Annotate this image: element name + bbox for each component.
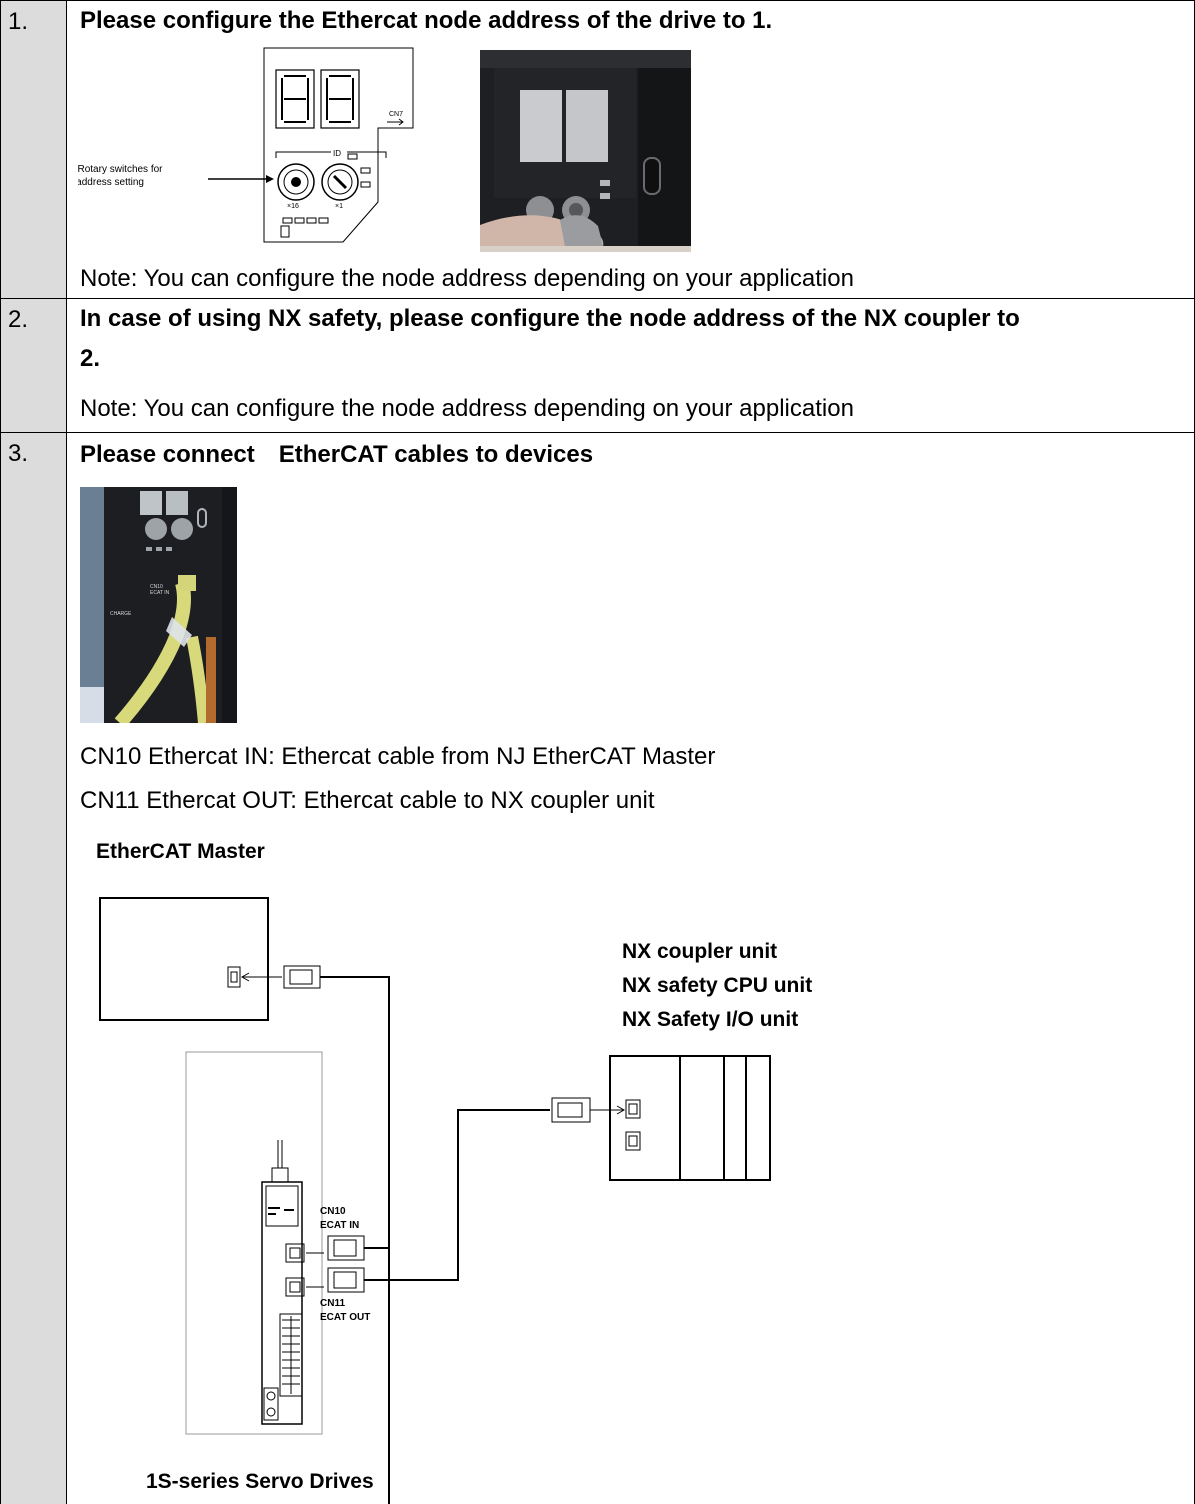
- cn11-description: CN11 Ethercat OUT: Ethercat cable to NX …: [80, 787, 655, 814]
- ecat-out-label: ECAT OUT: [320, 1312, 370, 1323]
- master-label: EtherCAT Master: [96, 840, 265, 863]
- step-number: 3.: [8, 440, 29, 467]
- x1-label: ×1: [335, 203, 343, 210]
- step-note: Note: You can configure the node address…: [80, 395, 854, 422]
- table-column-divider: [66, 0, 67, 1504]
- step-title-line-1: In case of using NX safety, please confi…: [80, 305, 1020, 332]
- cn11-label: CN11: [320, 1298, 345, 1309]
- row-divider-1: [0, 298, 1195, 299]
- table-border-left: [0, 0, 1, 1504]
- table-border-top: [0, 0, 1195, 1]
- nx-label-3: NX Safety I/O unit: [622, 1008, 798, 1031]
- drive-switch-photo: [480, 50, 691, 252]
- callout-line-1: Rotary switches for: [78, 164, 163, 175]
- step-title: Please connect EtherCAT cables to device…: [80, 441, 594, 468]
- step-number: 2.: [8, 306, 29, 333]
- drive-label: 1S-series Servo Drives: [146, 1470, 374, 1493]
- ethercat-network-diagram: EtherCAT Master NX coupler unit NX safet…: [96, 840, 812, 1504]
- step-number-column: [0, 0, 66, 1504]
- cn10-label: CN10: [320, 1206, 346, 1217]
- step-note: Note: You can configure the node address…: [80, 265, 854, 292]
- nx-label-1: NX coupler unit: [622, 940, 777, 963]
- ecat-in-label: ECAT IN: [320, 1220, 359, 1231]
- id-label: ID: [333, 149, 341, 158]
- nx-label-2: NX safety CPU unit: [622, 974, 812, 997]
- cn10-description: CN10 Ethercat IN: Ethercat cable from NJ…: [80, 743, 716, 770]
- row-divider-2: [0, 432, 1195, 433]
- x16-label: ×16: [287, 203, 299, 210]
- step-number: 1.: [8, 8, 29, 35]
- rotary-switch-diagram: ID ×16 ×1 CN7 Rotary switches for node a…: [78, 47, 414, 243]
- photo-charge-label: CHARGE: [110, 611, 132, 617]
- photo-cn10-label: CN10: [150, 584, 163, 590]
- callout-line-2: node address setting: [78, 177, 144, 188]
- cn7-label: CN7: [389, 111, 403, 118]
- step-title: Please configure the Ethercat node addre…: [80, 7, 773, 34]
- step-title-line-2: 2.: [80, 345, 101, 372]
- ethercat-cable-photo: CN10 ECAT IN CHARGE: [80, 487, 237, 723]
- photo-ecat-in-label: ECAT IN: [150, 590, 170, 596]
